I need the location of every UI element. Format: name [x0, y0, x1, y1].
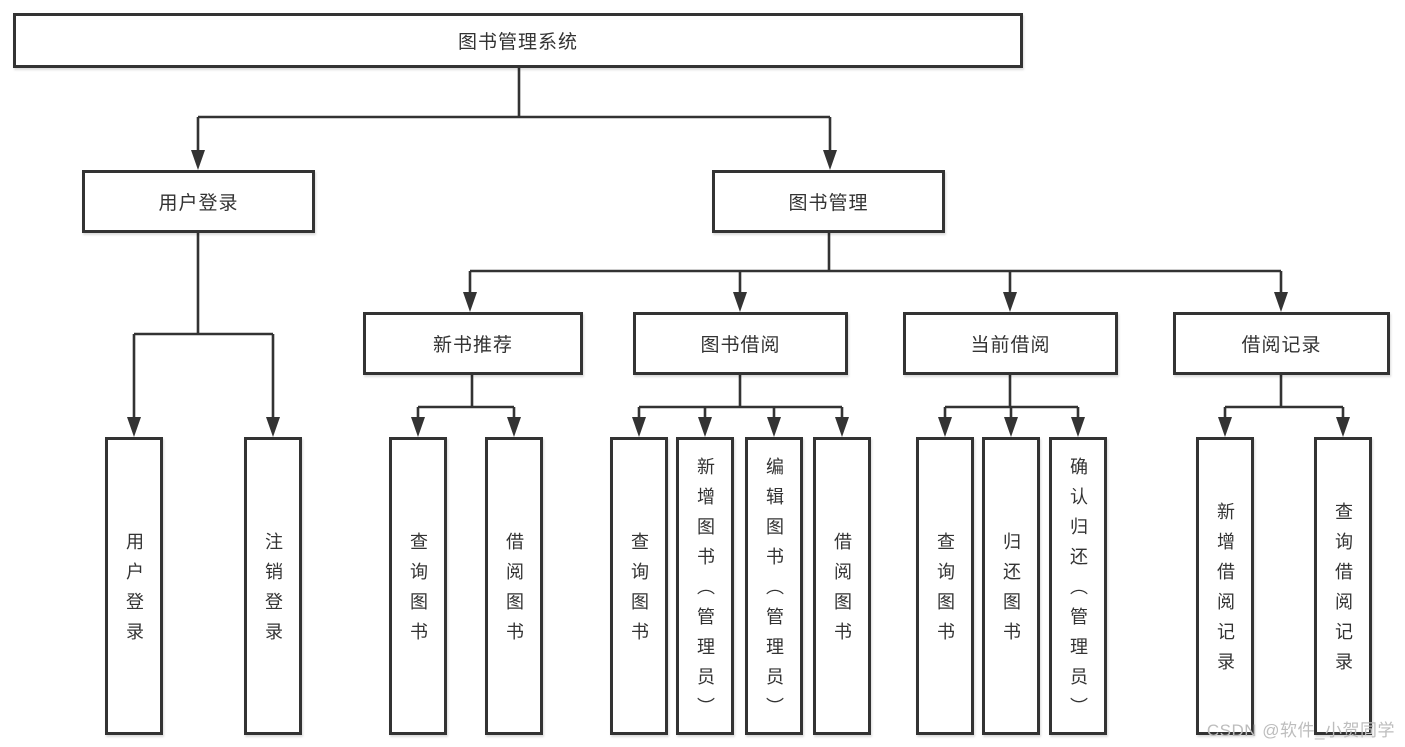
- leaf-borrow-books: 借阅图书: [485, 437, 543, 735]
- node-new-book-recommendation: 新书推荐: [363, 312, 583, 375]
- node-book-borrowing: 图书借阅: [633, 312, 848, 375]
- leaf-label: 查询图书: [629, 532, 649, 652]
- node-label: 用户登录: [158, 193, 239, 214]
- leaf-label: 注销登录: [263, 532, 283, 652]
- leaf-return-books: 归还图书: [982, 437, 1040, 735]
- watermark: CSDN @软件_小贺同学: [1206, 721, 1395, 740]
- node-current-borrowing: 当前借阅: [903, 312, 1118, 375]
- leaf-query-borrow-record: 查询借阅记录: [1314, 437, 1372, 735]
- leaf-label: 查询图书: [935, 532, 955, 652]
- leaf-label: 归还图书: [1001, 532, 1021, 652]
- leaf-label: 借阅图书: [504, 532, 524, 652]
- node-label: 当前借阅: [970, 335, 1051, 356]
- arrowhead-icons: [127, 150, 1350, 437]
- leaf-label: 新增图书（管理员）: [695, 457, 715, 727]
- leaf-edit-books-admin: 编辑图书（管理员）: [745, 437, 803, 735]
- leaf-label: 借阅图书: [832, 532, 852, 652]
- node-book-management: 图书管理: [712, 170, 945, 233]
- leaf-add-books-admin: 新增图书（管理员）: [676, 437, 734, 735]
- leaf-borrow-books: 借阅图书: [813, 437, 871, 735]
- leaf-query-books: 查询图书: [389, 437, 447, 735]
- leaf-add-borrow-record: 新增借阅记录: [1196, 437, 1254, 735]
- leaf-label: 编辑图书（管理员）: [764, 457, 784, 727]
- node-label: 借阅记录: [1241, 335, 1322, 356]
- node-label: 图书管理系统: [457, 32, 578, 53]
- node-label: 新书推荐: [432, 335, 513, 356]
- leaf-user-login: 用户登录: [105, 437, 163, 735]
- node-label: 图书管理: [788, 193, 869, 214]
- leaf-label: 确认归还（管理员）: [1068, 457, 1088, 727]
- node-user-login: 用户登录: [82, 170, 315, 233]
- leaf-query-books: 查询图书: [916, 437, 974, 735]
- leaf-label: 用户登录: [124, 532, 144, 652]
- leaf-logout-login: 注销登录: [244, 437, 302, 735]
- node-borrowing-records: 借阅记录: [1173, 312, 1390, 375]
- node-label: 图书借阅: [700, 335, 781, 356]
- leaf-confirm-return-admin: 确认归还（管理员）: [1049, 437, 1107, 735]
- leaf-label: 新增借阅记录: [1215, 502, 1235, 682]
- leaf-query-books: 查询图书: [610, 437, 668, 735]
- leaf-label: 查询借阅记录: [1333, 502, 1353, 682]
- node-library-management-system: 图书管理系统: [13, 13, 1023, 68]
- leaf-label: 查询图书: [408, 532, 428, 652]
